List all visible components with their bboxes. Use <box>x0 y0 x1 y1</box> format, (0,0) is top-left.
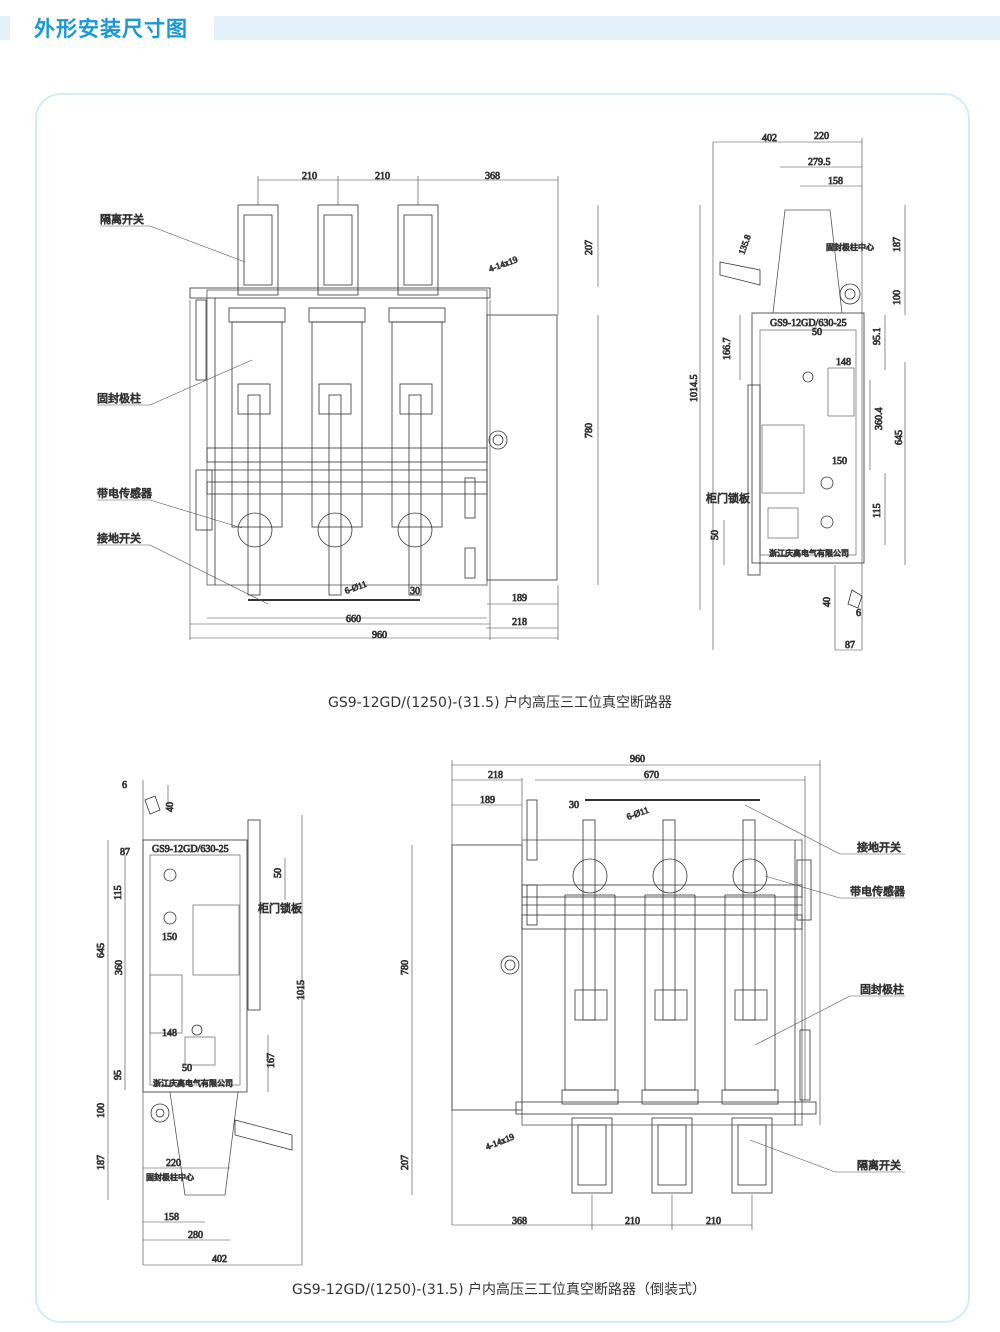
fb-hole-6-d11: 6-Ø11 <box>625 805 650 822</box>
fb-dim-780: 780 <box>400 960 411 975</box>
sb-dim-220: 220 <box>166 1158 181 1169</box>
dim-218: 218 <box>512 617 527 628</box>
sb-dim-87: 87 <box>120 847 130 858</box>
side-dim-135: 135.8 <box>736 233 752 256</box>
side-dim-148: 148 <box>836 357 851 368</box>
front-view-top: 210 210 368 207 780 660 960 189 218 30 4… <box>97 171 599 641</box>
caption-top: GS9-12GD/(1250)-(31.5) 户内高压三工位真空断路器 <box>328 695 673 711</box>
hole-6-d11: 6-Ø11 <box>343 579 368 596</box>
fb-label-pole: 固封极柱 <box>860 982 904 996</box>
dim-960: 960 <box>372 630 387 641</box>
dim-30: 30 <box>410 586 420 597</box>
side-dim-166: 166.7 <box>722 338 733 361</box>
sb-dim-115: 115 <box>113 885 124 900</box>
side-dim-87: 87 <box>845 640 855 651</box>
fb-dim-210-a: 210 <box>625 1216 640 1227</box>
section-header: 外形安装尺寸图 <box>0 14 1000 44</box>
sb-dim-100: 100 <box>96 1103 107 1118</box>
sb-label-model: GS9-12GD/630-25 <box>152 844 229 855</box>
sb-label-company: 浙江庆高电气有限公司 <box>153 1078 233 1088</box>
sb-dim-360: 360 <box>114 960 125 975</box>
side-dim-402: 402 <box>762 133 777 144</box>
fb-dim-960: 960 <box>630 754 645 765</box>
label-pole: 固封极柱 <box>97 391 141 405</box>
fb-dim-218: 218 <box>488 770 503 781</box>
fb-dim-368: 368 <box>512 1216 527 1227</box>
sb-label-lock: 柜门锁板 <box>258 901 302 915</box>
sb-dim-50-a: 50 <box>273 868 284 878</box>
dim-189: 189 <box>512 593 527 604</box>
sb-dim-187: 187 <box>96 1155 107 1170</box>
fb-label-earth: 接地开关 <box>857 840 901 854</box>
sb-dim-158: 158 <box>164 1212 179 1223</box>
inv-pole-1 <box>561 819 619 1194</box>
side-dim-150: 150 <box>832 456 847 467</box>
sb-dim-40: 40 <box>165 802 176 812</box>
pole-3 <box>388 204 446 596</box>
sb-dim-148: 148 <box>162 1028 177 1039</box>
side-dim-95: 95.1 <box>872 328 883 346</box>
side-dim-50-b: 50 <box>710 530 721 540</box>
sb-dim-50-b: 50 <box>182 1063 192 1074</box>
side-dim-279: 279.5 <box>808 157 831 168</box>
side-dim-158: 158 <box>828 176 843 187</box>
sb-dim-95: 95 <box>113 1070 124 1080</box>
side-label-lock: 柜门锁板 <box>706 491 750 505</box>
section-title: 外形安装尺寸图 <box>34 17 188 41</box>
dim-780: 780 <box>584 423 595 438</box>
label-earth: 接地开关 <box>97 531 141 545</box>
sb-dim-402: 402 <box>212 1254 227 1265</box>
side-dim-187: 187 <box>892 237 903 252</box>
fb-dim-210-b: 210 <box>706 1216 721 1227</box>
inv-pole-3 <box>721 819 779 1194</box>
fb-dim-207: 207 <box>400 1155 411 1170</box>
sb-dim-150: 150 <box>162 932 177 943</box>
caption-bottom: GS9-12GD/(1250)-(31.5) 户内高压三工位真空断路器（倒装式） <box>292 1282 707 1298</box>
sb-dim-280: 280 <box>188 1230 203 1241</box>
dim-368: 368 <box>485 171 500 182</box>
label-isolator: 隔离开关 <box>100 212 144 226</box>
header-accent-left <box>0 16 10 40</box>
sb-dim-645: 645 <box>96 943 107 958</box>
side-dim-115: 115 <box>872 503 883 518</box>
hole-4-14x19: 4-14x19 <box>487 254 519 274</box>
front-view-bottom: 960 218 670 189 30 6-Ø11 780 207 4-14x19… <box>400 754 905 1230</box>
fb-label-isolator: 隔离开关 <box>857 1158 901 1172</box>
sb-dim-6: 6 <box>122 780 127 791</box>
side-view-top: 402 220 279.5 158 135.8 187 100 95.1 166… <box>689 131 906 652</box>
dim-210-b: 210 <box>375 171 390 182</box>
fb-dim-189: 189 <box>480 795 495 806</box>
side-dim-645: 645 <box>894 430 905 445</box>
pole-1 <box>228 204 286 596</box>
side-dim-50-a: 50 <box>812 327 822 338</box>
side-label-model: GS9-12GD/630-25 <box>770 318 847 329</box>
side-dim-220: 220 <box>814 131 829 142</box>
inv-pole-2 <box>641 819 699 1194</box>
fb-label-sensor: 带电传感器 <box>850 885 905 898</box>
fb-dim-670: 670 <box>644 770 659 781</box>
side-label-company: 浙江庆高电气有限公司 <box>769 548 849 558</box>
dim-210-a: 210 <box>302 171 317 182</box>
side-dim-40: 40 <box>822 597 833 607</box>
sb-dim-167: 167 <box>266 1053 277 1068</box>
label-sensor: 带电传感器 <box>97 487 152 500</box>
side-dim-6: 6 <box>856 608 861 619</box>
dim-660: 660 <box>346 614 361 625</box>
dim-207: 207 <box>584 240 595 255</box>
header-accent-bar <box>214 16 1000 40</box>
fb-dim-30: 30 <box>569 800 579 811</box>
side-dim-360: 360.4 <box>874 408 885 431</box>
sb-label-center: 固封极柱中心 <box>146 1172 194 1182</box>
side-label-center: 固封极柱中心 <box>826 242 874 252</box>
side-dim-1014: 1014.5 <box>689 375 700 403</box>
side-view-bottom: 6 40 87 115 50 645 360 150 1015 148 50 1… <box>96 780 308 1266</box>
pole-2 <box>308 204 366 596</box>
fb-hole-4-14x19: 4-14x19 <box>484 1131 516 1152</box>
side-dim-100: 100 <box>892 290 903 305</box>
sb-dim-1015: 1015 <box>296 980 307 1000</box>
